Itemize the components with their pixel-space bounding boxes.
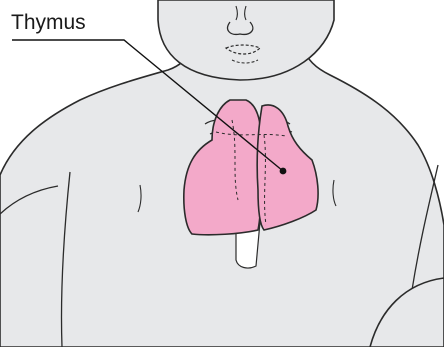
thymus-label: Thymus bbox=[11, 12, 86, 33]
leader-dot bbox=[280, 168, 287, 175]
